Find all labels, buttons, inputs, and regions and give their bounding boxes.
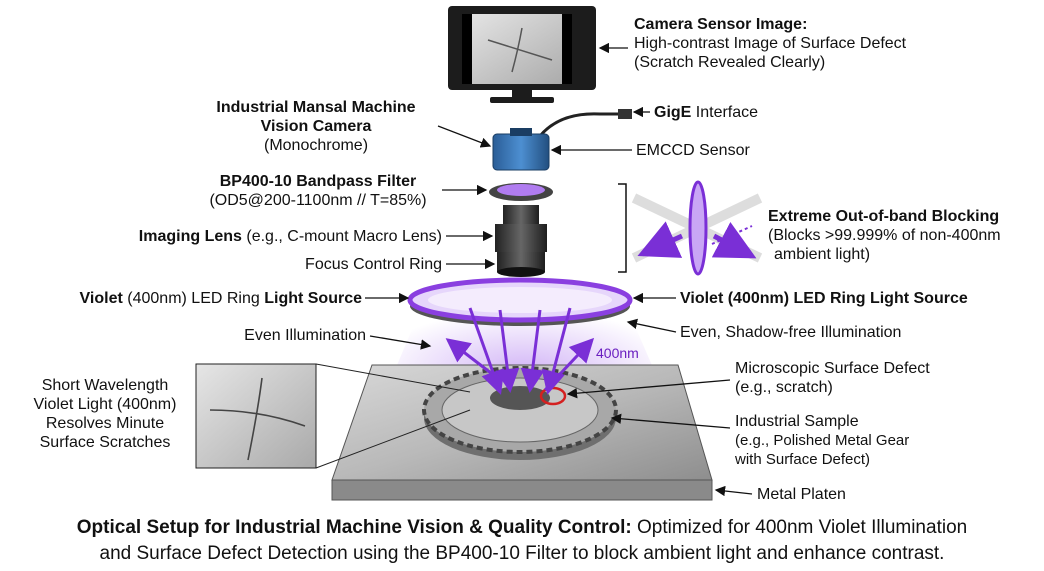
ring-light-left-label: Violet (400nm) LED Ring Light Source <box>20 289 362 308</box>
blocking-inset <box>618 180 763 276</box>
figure-caption: Optical Setup for Industrial Machine Vis… <box>0 515 1044 567</box>
short-wavelength-label: Short Wavelength Violet Light (400nm) Re… <box>16 376 194 452</box>
caption-rest: Optimized for 400nm Violet Illumination <box>631 517 968 538</box>
camera-sensor-title: Camera Sensor Image: <box>634 16 808 33</box>
blocking-line2: ambient light) <box>774 246 871 263</box>
filter-title: BP400-10 Bandpass Filter <box>219 173 417 190</box>
metal-gear-icon <box>422 366 618 460</box>
monitor-icon <box>448 6 596 103</box>
camera-sub: (Monochrome) <box>263 137 369 154</box>
short-wl-4: Surface Scratches <box>39 434 171 451</box>
sample-label: Industrial Sample (e.g., Polished Metal … <box>735 412 909 469</box>
even-illumination-right-label: Even, Shadow-free Illumination <box>680 324 902 341</box>
sample-sub1: (e.g., Polished Metal Gear <box>735 432 910 449</box>
zoom-inset <box>195 363 471 469</box>
defect-label: Microscopic Surface Defect (e.g., scratc… <box>735 359 930 397</box>
emccd-label: EMCCD Sensor <box>636 142 750 159</box>
focus-ring-label: Focus Control Ring <box>305 256 442 273</box>
imaging-lens-icon <box>495 205 547 277</box>
ring-left-mid: (400nm) LED Ring <box>122 290 265 307</box>
light-rays <box>445 307 595 395</box>
short-wl-2: Violet Light (400nm) <box>33 396 177 413</box>
caption-line1: Optical Setup for Industrial Machine Vis… <box>0 515 1044 541</box>
blocking-label: Extreme Out-of-band Blocking (Blocks >99… <box>768 207 1001 264</box>
lens-label: Imaging Lens (e.g., C-mount Macro Lens) <box>60 227 442 246</box>
camera-sensor-line2: (Scratch Revealed Clearly) <box>634 54 826 71</box>
lens-bold: Imaging Lens <box>138 228 242 245</box>
caption-bold: Optical Setup for Industrial Machine Vis… <box>76 517 632 538</box>
defect-title: Microscopic Surface Defect <box>735 360 930 377</box>
sample-sub2: with Surface Defect) <box>735 451 871 468</box>
short-wl-3: Resolves Minute <box>45 415 165 432</box>
camera-sensor-label: Camera Sensor Image: High-contrast Image… <box>634 15 906 72</box>
defect-sub: (e.g., scratch) <box>735 379 833 396</box>
sample-title: Industrial Sample <box>735 413 859 430</box>
gige-bold: GigE <box>654 104 692 121</box>
blocking-line1: (Blocks >99.999% of non-400nm <box>768 227 1001 244</box>
camera-sensor-line1: High-contrast Image of Surface Defect <box>634 35 907 52</box>
camera-title-line1: Industrial Mansal Machine <box>216 99 416 116</box>
ring-light-right-label: Violet (400nm) LED Ring Light Source <box>680 290 968 307</box>
blocking-title: Extreme Out-of-band Blocking <box>768 208 1000 225</box>
filter-spec: (OD5@200-1100nm // T=85%) <box>209 192 427 209</box>
wavelength-label: 400nm <box>596 345 639 361</box>
ring-left-bold2: Light Source <box>264 290 362 307</box>
camera-title-label: Industrial Mansal Machine Vision Camera … <box>196 98 436 155</box>
camera-title-line2: Vision Camera <box>260 118 372 135</box>
filter-label: BP400-10 Bandpass Filter (OD5@200-1100nm… <box>196 172 440 210</box>
platen-label: Metal Platen <box>757 486 846 503</box>
lens-rest: (e.g., C-mount Macro Lens) <box>241 228 442 245</box>
bandpass-filter-icon <box>489 183 553 201</box>
ring-left-bold1: Violet <box>79 290 123 307</box>
short-wl-1: Short Wavelength <box>41 377 169 394</box>
caption-line2: and Surface Defect Detection using the B… <box>99 543 945 564</box>
led-ring-light-icon <box>407 277 633 326</box>
camera-body-icon <box>492 109 632 171</box>
gige-label: GigE Interface <box>654 103 758 122</box>
even-illumination-left-label: Even Illumination <box>244 327 366 344</box>
gige-rest: Interface <box>691 104 759 121</box>
